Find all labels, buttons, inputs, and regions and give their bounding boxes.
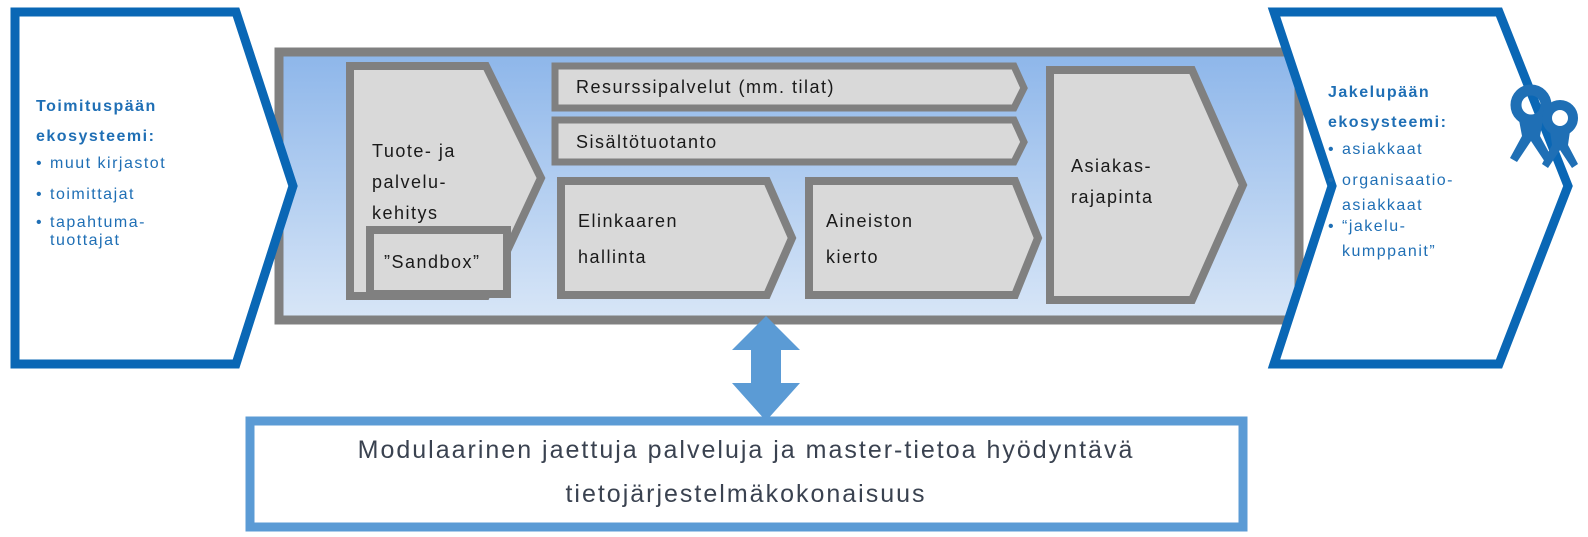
supplier-item: toimittajat	[36, 183, 236, 206]
resource-services-label: Resurssipalvelut (mm. tilat)	[576, 77, 836, 97]
product-development-label: Tuote- ja palvelu- kehitys	[372, 141, 456, 223]
distribution-title-line2: ekosysteemi:	[1328, 114, 1448, 131]
customer-interface-shape	[1046, 66, 1248, 304]
distribution-item: asiakkaat	[1328, 138, 1508, 161]
supplier-list: muut kirjastot toimittajat tapahtuma- tu…	[36, 152, 236, 250]
double-arrow-icon	[732, 316, 800, 421]
lifecycle-label: Elinkaaren hallinta	[578, 211, 679, 267]
circulation-label: Aineiston kierto	[826, 211, 914, 267]
distribution-list: asiakkaat organisaatio- asiakkaat “jakel…	[1328, 138, 1508, 264]
sandbox-shape	[366, 226, 511, 298]
supplier-item: tapahtuma- tuottajat	[36, 214, 236, 250]
system-description: Modulaarinen jaettuja palveluja ja maste…	[357, 436, 1135, 508]
supplier-title-line1: Toimituspään	[36, 98, 157, 115]
customer-interface-label: Asiakas- rajapinta	[1071, 156, 1154, 207]
resource-services-shape	[551, 62, 1028, 112]
lifecycle-shape	[557, 177, 797, 299]
supplier-item: muut kirjastot	[36, 152, 236, 175]
sandbox-label: ”Sandbox”	[384, 252, 481, 272]
distribution-ecosystem: Jakelupään ekosysteemi: asiakkaat organi…	[1328, 78, 1508, 264]
distribution-title-line1: Jakelupään	[1328, 84, 1431, 101]
system-box	[245, 416, 1248, 532]
people-icon	[1510, 84, 1578, 168]
supplier-ecosystem: Toimituspään ekosysteemi: muut kirjastot…	[36, 92, 236, 250]
distribution-item: “jakelu- kumppanit”	[1328, 214, 1508, 264]
circulation-shape	[805, 177, 1043, 299]
content-production-label: Sisältötuotanto	[576, 132, 718, 152]
supplier-title-line2: ekosysteemi:	[36, 128, 156, 145]
content-production-shape	[551, 116, 1028, 166]
distribution-item: organisaatio- asiakkaat	[1328, 168, 1508, 218]
